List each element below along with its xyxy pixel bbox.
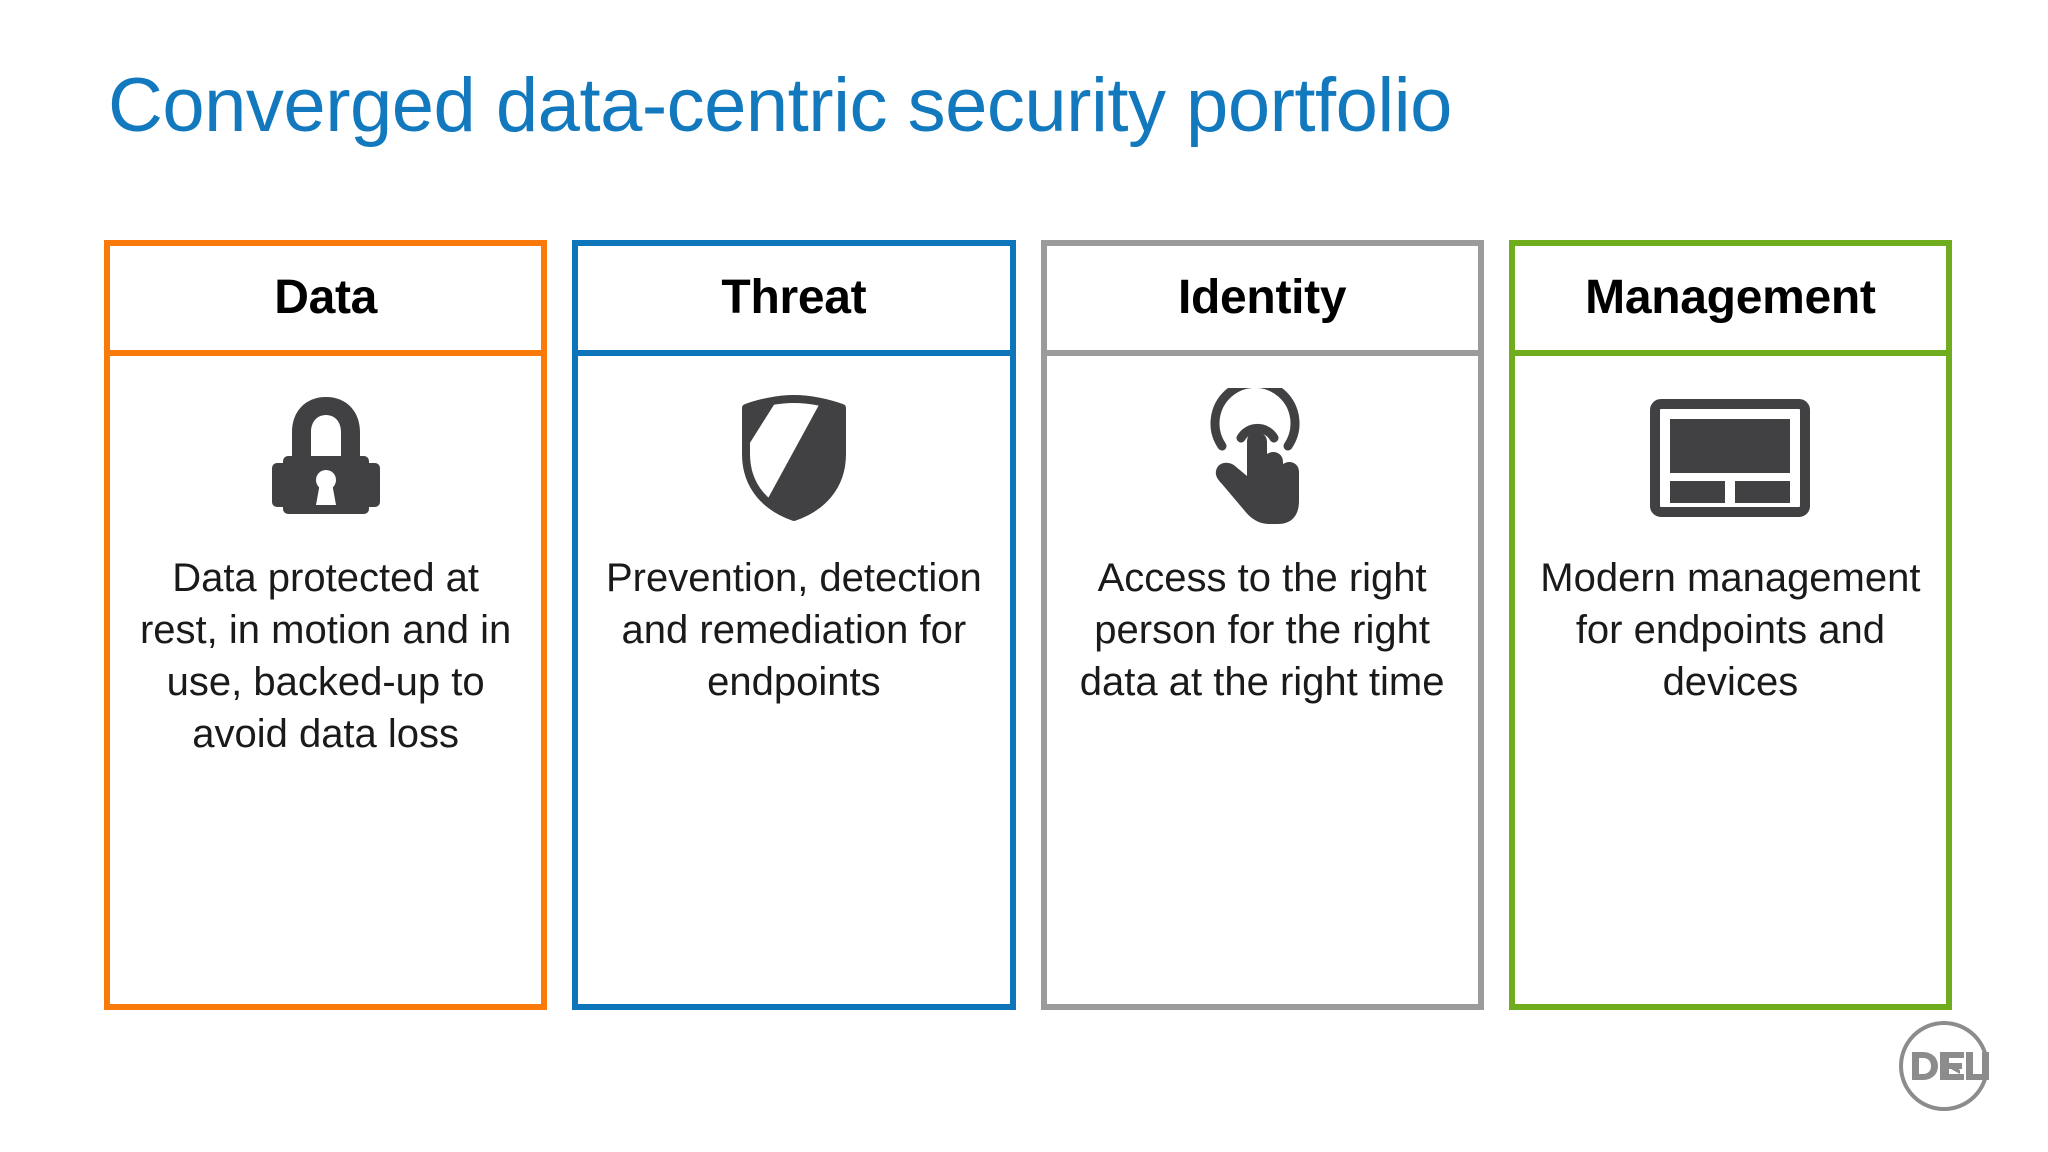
padlock-icon xyxy=(110,378,541,538)
page-title: Converged data-centric security portfoli… xyxy=(108,63,1452,148)
portfolio-card-row: Data xyxy=(104,240,1952,1010)
card-data-body: Data protected at rest, in motion and in… xyxy=(104,353,548,1010)
card-identity[interactable]: Identity Access to the rig xyxy=(1040,240,1484,1010)
card-threat-description: Prevention, detection and remediation fo… xyxy=(605,556,982,704)
card-management-title: Management xyxy=(1585,271,1876,324)
card-threat[interactable]: Threat xyxy=(572,240,1016,1010)
card-data-header: Data xyxy=(104,240,548,353)
card-data-title: Data xyxy=(274,271,378,324)
card-management-body: Modern management for endpoints and devi… xyxy=(1508,353,1952,1010)
card-identity-description: Access to the right person for the right… xyxy=(1079,556,1445,704)
card-management-description: Modern management for endpoints and devi… xyxy=(1540,556,1921,704)
shield-icon xyxy=(578,378,1009,538)
card-management[interactable]: Management Modern management for endpoin… xyxy=(1508,240,1952,1010)
tap-hand-icon xyxy=(1047,378,1478,538)
card-identity-body: Access to the right person for the right… xyxy=(1040,353,1484,1010)
dell-logo xyxy=(1896,1018,1992,1114)
dashboard-layout-icon xyxy=(1515,378,1946,538)
card-management-header: Management xyxy=(1508,240,1952,353)
card-threat-header: Threat xyxy=(572,240,1016,353)
card-threat-title: Threat xyxy=(721,271,867,324)
card-identity-title: Identity xyxy=(1177,271,1347,324)
card-data[interactable]: Data xyxy=(104,240,548,1010)
card-data-description: Data protected at rest, in motion and in… xyxy=(139,556,512,756)
card-identity-header: Identity xyxy=(1040,240,1484,353)
card-threat-body: Prevention, detection and remediation fo… xyxy=(572,353,1016,1010)
